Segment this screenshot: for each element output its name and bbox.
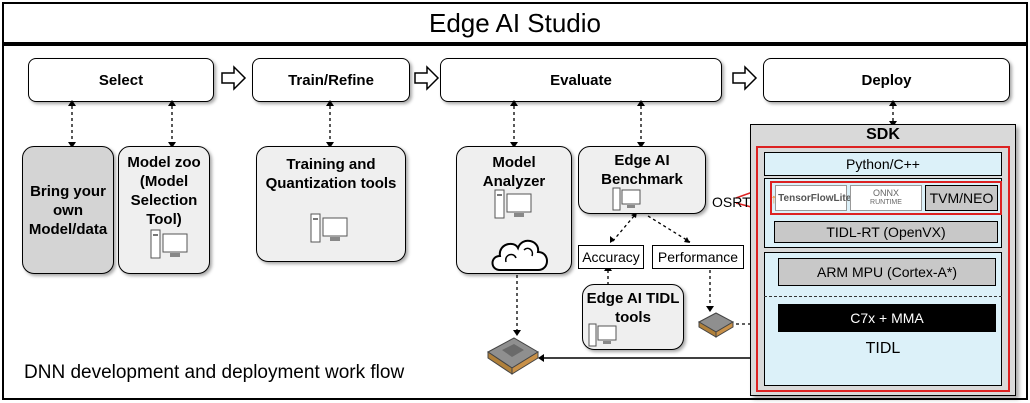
byom-line-2: own xyxy=(53,201,83,219)
python-cpp-label: Python/C++ xyxy=(846,156,920,172)
sdk-title: SDK xyxy=(866,126,900,143)
performance-label: Performance xyxy=(652,245,744,269)
benchmark-box: Edge AI Benchmark xyxy=(578,146,706,214)
arm-mpu-box: ARM MPU (Cortex-A*) xyxy=(778,258,996,286)
model-zoo-box: Model zoo (Model Selection Tool) xyxy=(118,146,210,274)
c7x-mma-box: C7x + MMA xyxy=(778,304,996,332)
accuracy-text: Accuracy xyxy=(582,249,640,265)
performance-text: Performance xyxy=(657,249,739,265)
title-bar: Edge AI Studio xyxy=(2,2,1028,44)
tidl-rt-box: TIDL-RT (OpenVX) xyxy=(774,221,998,243)
training-line-2: Quantization tools xyxy=(265,175,397,192)
stage-deploy: Deploy xyxy=(763,58,1010,102)
stage-deploy-label: Deploy xyxy=(861,71,912,89)
training-line-1: Training and xyxy=(286,156,376,173)
training-box: Training and Quantization tools xyxy=(256,146,406,262)
footer-caption: DNN development and deployment work flow xyxy=(24,362,405,383)
main-frame xyxy=(2,44,1028,400)
device-board-icon xyxy=(697,312,735,338)
device-board-icon xyxy=(487,337,539,375)
model-zoo-line-4: Tool) xyxy=(146,211,182,228)
onnx-runtime-logo: ONNX RUNTIME xyxy=(850,185,922,211)
byom-line-1: Bring your xyxy=(30,182,106,200)
stage-evaluate: Evaluate xyxy=(440,58,722,102)
computer-icon xyxy=(494,189,532,219)
tidl-tools-line-1: Edge AI TIDL xyxy=(586,290,680,307)
osrt-label: OSRT xyxy=(712,194,751,210)
arm-mpu-label: ARM MPU (Cortex-A*) xyxy=(816,264,957,280)
tvm-neo-label: TVM/NEO xyxy=(929,190,994,206)
computer-icon xyxy=(310,213,348,243)
tflite-icon: ↑ xyxy=(770,190,778,206)
computer-icon xyxy=(612,187,641,211)
accuracy-label: Accuracy xyxy=(578,245,644,269)
analyzer-line-2: Analyzer xyxy=(482,173,546,190)
tidl-tools-line-2: tools xyxy=(615,309,651,326)
stage-select: Select xyxy=(28,58,214,102)
python-cpp-panel: Python/C++ xyxy=(764,152,1002,176)
onnx-sub-text: RUNTIME xyxy=(870,199,902,206)
model-zoo-line-1: Model zoo xyxy=(127,154,201,171)
stage-evaluate-label: Evaluate xyxy=(550,71,612,89)
page-title: Edge AI Studio xyxy=(428,7,602,38)
stage-train-label: Train/Refine xyxy=(288,71,374,89)
sdk-red-frame xyxy=(756,146,1010,392)
stage-train: Train/Refine xyxy=(252,58,410,102)
tvm-neo-box: TVM/NEO xyxy=(925,185,998,211)
tidl-divider xyxy=(764,296,1002,297)
osrt-runtimes-frame xyxy=(770,181,1002,215)
model-zoo-line-2: (Model xyxy=(139,173,189,190)
cloud-icon xyxy=(491,239,548,271)
model-zoo-line-3: Selection xyxy=(130,192,198,209)
analyzer-line-1: Model xyxy=(492,154,536,171)
c7x-mma-label: C7x + MMA xyxy=(850,310,924,326)
onnx-text: ONNX xyxy=(872,188,899,198)
tflite-logo: ↑ TensorFlowLite xyxy=(771,185,851,211)
tidl-label: TIDL xyxy=(865,340,901,357)
byom-box: Bring your own Model/data xyxy=(22,146,114,274)
stage-select-label: Select xyxy=(98,71,144,89)
benchmark-line-1: Edge AI xyxy=(614,152,670,169)
byom-line-3: Model/data xyxy=(28,220,108,238)
tflite-text: TensorFlowLite xyxy=(778,192,852,204)
computer-icon xyxy=(150,229,188,259)
benchmark-line-2: Benchmark xyxy=(601,171,683,188)
computer-icon xyxy=(588,323,617,347)
tidl-rt-label: TIDL-RT (OpenVX) xyxy=(826,224,946,240)
